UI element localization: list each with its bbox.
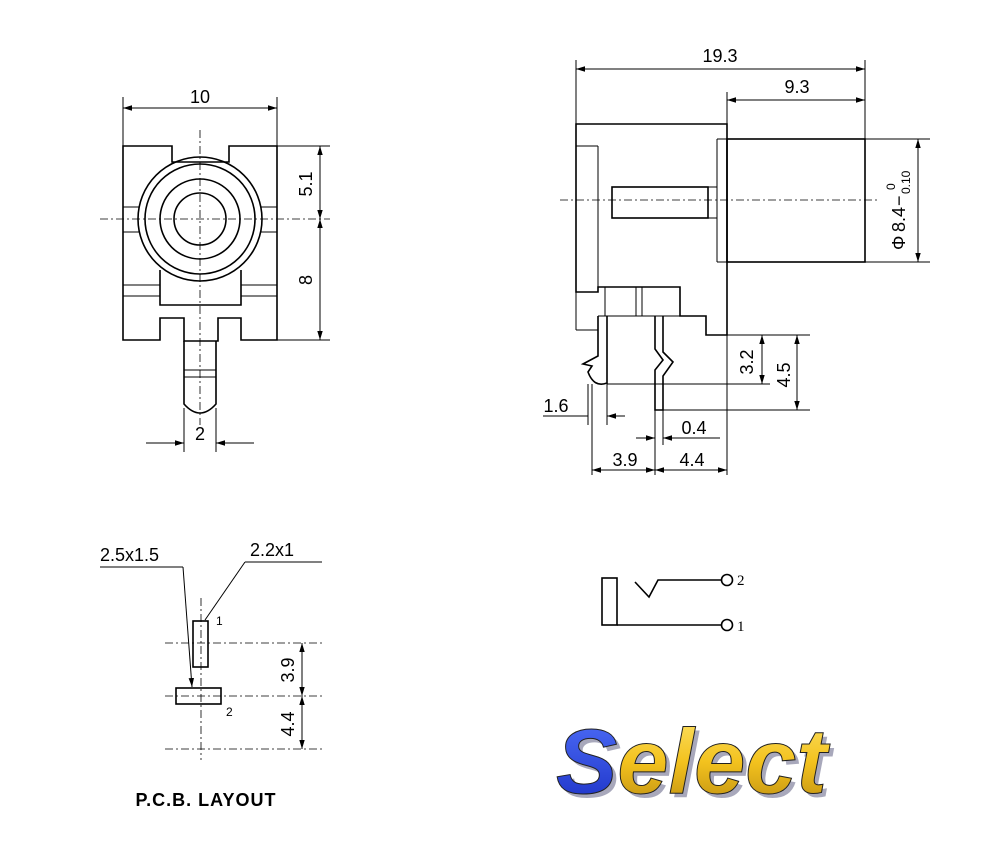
side-pin-thickness-dim: 0.4 (681, 418, 706, 438)
terminal-2-label: 2 (737, 573, 745, 589)
side-barrel-length-dim: 9.3 (784, 77, 809, 97)
pcb-pad2-size-label: 2.2x1 (250, 540, 294, 560)
side-pin-gap-dim: 3.9 (612, 450, 637, 470)
pcb-spacing-b: 4.4 (278, 711, 298, 736)
logo-shadow: Select (560, 715, 834, 817)
svg-text:Φ: Φ (889, 236, 909, 250)
pcb-pad-2-number: 2 (226, 705, 233, 719)
svg-text:−: − (889, 195, 909, 206)
svg-text:0: 0 (884, 183, 898, 190)
pcb-pad-1-number: 1 (216, 614, 223, 628)
jack-symbol-body (601, 577, 618, 626)
pcb-pad-2 (175, 687, 222, 705)
front-width-dim: 10 (190, 87, 210, 107)
side-body-outline (575, 123, 728, 336)
pcb-layout-title: P.C.B. LAYOUT (135, 790, 276, 810)
front-view: 10 5.1 8 2 (100, 87, 330, 452)
side-pin-short-dim: 3.2 (737, 349, 757, 374)
front-pin-width-dim: 2 (195, 424, 205, 444)
front-height-top-dim: 5.1 (296, 171, 316, 196)
side-diameter-dim: Φ 8.4 − 0 0.10 (884, 170, 913, 250)
pcb-spacing-a: 3.9 (278, 657, 298, 682)
svg-text:8.4: 8.4 (889, 207, 909, 232)
side-center-pin (611, 186, 709, 219)
svg-text:0.10: 0.10 (899, 170, 913, 194)
schematic-symbol: 2 1 (601, 573, 745, 635)
side-barrel (726, 138, 866, 263)
pcb-pad1-size-label: 2.5x1.5 (100, 545, 159, 565)
logo-text: Select (556, 711, 830, 813)
side-total-length-dim: 19.3 (702, 46, 737, 66)
side-pin-width-dim: 1.6 (543, 396, 568, 416)
side-view: 19.3 9.3 Φ 8.4 − 0 0.10 3.2 4.5 1.6 0.4 (543, 46, 930, 475)
front-height-bottom-dim: 8 (296, 275, 316, 285)
side-pin-offset-dim: 4.4 (679, 450, 704, 470)
side-pin-2 (654, 316, 675, 411)
terminal-1-label: 1 (737, 619, 745, 635)
select-logo: Select Select (556, 711, 835, 818)
side-pin-long-dim: 4.5 (774, 362, 794, 387)
terminal-2-circle (720, 573, 734, 587)
front-body-outline (122, 145, 278, 342)
terminal-1-circle (720, 618, 734, 632)
pcb-layout: 1 2 2.5x1.5 2.2x1 3.9 4.4 P.C.B. LAYOUT (100, 540, 325, 810)
pcb-pad-1 (192, 620, 209, 668)
side-pin-1 (580, 316, 608, 385)
